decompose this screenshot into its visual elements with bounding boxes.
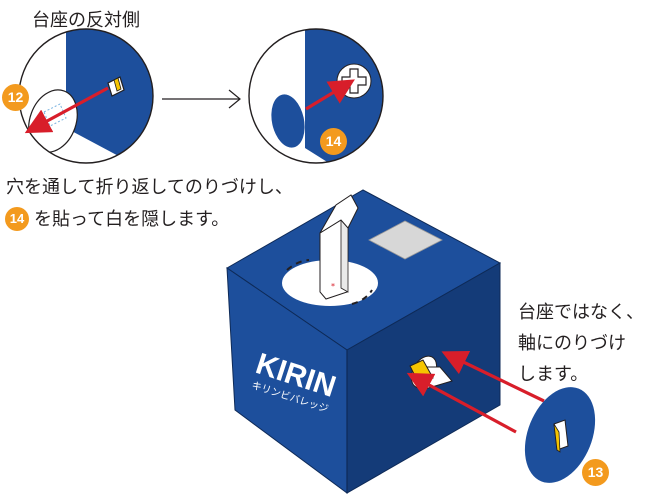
badge-step-13: 13	[582, 459, 609, 486]
badge-step-14-inline: 14	[5, 207, 29, 231]
sticker-13-disc	[524, 387, 596, 483]
badge-step-14: 14	[320, 128, 347, 155]
side-note-line-3: します。	[518, 364, 589, 385]
instruction-line-1: 穴を通して折り返してのりづけし、	[6, 177, 293, 198]
svg-text:*: *	[331, 282, 335, 291]
kirin-box: *	[226, 189, 502, 494]
side-note-line-2: 軸にのりづけ	[518, 333, 626, 354]
detail-circle-left	[18, 28, 154, 164]
instruction-line-2: を貼って白を隠します。	[34, 209, 230, 230]
detail-circle-right	[248, 28, 384, 164]
connector-arrow	[162, 89, 241, 109]
arrow-upper	[441, 351, 545, 403]
side-note-line-1: 台座ではなく、	[518, 302, 644, 323]
opposite-side-title: 台座の反対側	[32, 10, 140, 31]
arrow-lower	[406, 372, 517, 434]
badge-step-12: 12	[2, 84, 29, 111]
